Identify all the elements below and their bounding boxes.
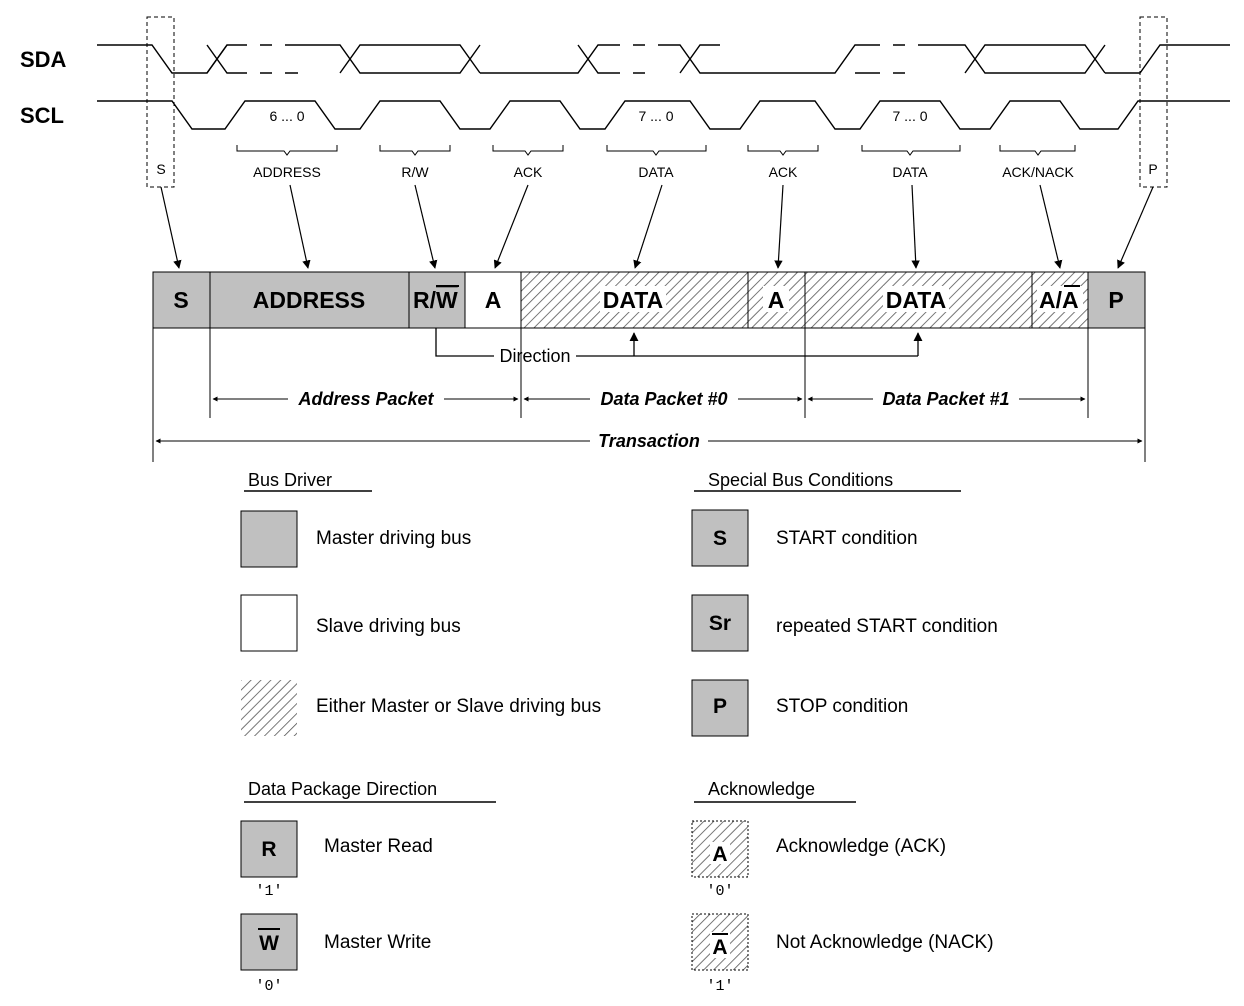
- segment-data-packet-1: Data Packet #1: [882, 389, 1009, 409]
- legend-label-ack: Acknowledge (ACK): [776, 836, 946, 857]
- legend-heading-direction: Data Package Direction: [248, 779, 437, 799]
- legend-symbol-nack-text: A: [712, 936, 727, 959]
- legend-label-repeated-start: repeated START condition: [776, 616, 998, 637]
- brace-label-address: ADDRESS: [253, 164, 321, 180]
- legend-heading-special: Special Bus Conditions: [708, 470, 893, 490]
- start-condition-box: [146, 16, 175, 188]
- legend-label-write: Master Write: [324, 932, 431, 953]
- brace-group: [236, 145, 1076, 156]
- stop-condition-box: [1139, 16, 1168, 188]
- brace-label-start: S: [156, 161, 165, 177]
- cell-start: [152, 271, 211, 329]
- brace-label-acknack: ACK/NACK: [1002, 164, 1074, 180]
- legend-acknowledge: Acknowledge A '0' Acknowledge (ACK) A '1…: [691, 779, 994, 995]
- legend-direction: Data Package Direction R '1' Master Read…: [240, 779, 496, 995]
- sda-label: SDA: [20, 47, 67, 72]
- legend-label-stop: STOP condition: [776, 696, 908, 717]
- direction-lines: [435, 328, 923, 357]
- legend-symbol-start: [691, 509, 749, 567]
- legend-label-either: Either Master or Slave driving bus: [316, 696, 601, 717]
- segment-address-packet: Address Packet: [297, 389, 434, 409]
- cell-label-rw: R/W: [413, 287, 458, 313]
- cell-label-ack2: A: [768, 287, 785, 313]
- legend-bit-nack: '1': [706, 978, 733, 995]
- legend-symbol-read: [240, 820, 298, 878]
- scl-waveform: [97, 100, 1230, 130]
- segment-arrows: [155, 396, 1143, 444]
- address-bits-label: 6 ... 0: [269, 108, 304, 124]
- segment-boundaries: [152, 328, 1146, 462]
- scl-label: SCL: [20, 103, 64, 128]
- cell-label-data0: DATA: [603, 287, 663, 313]
- cell-label-address: ADDRESS: [253, 287, 365, 313]
- legend-bit-ack: '0': [706, 883, 733, 900]
- legend-swatch-either: [241, 680, 297, 736]
- data1-bits-label: 7 ... 0: [892, 108, 927, 124]
- legend-symbol-start-text: S: [713, 527, 727, 550]
- legend-swatch-master: [240, 510, 298, 568]
- brace-label-stop: P: [1148, 161, 1157, 177]
- legend-label-nack: Not Acknowledge (NACK): [776, 932, 994, 953]
- cell-stop: [1087, 271, 1146, 329]
- label-arrows: [160, 184, 1154, 269]
- direction-label: Direction: [499, 346, 570, 366]
- brace-label-ack1: ACK: [514, 164, 543, 180]
- segment-data-packet-0: Data Packet #0: [600, 389, 727, 409]
- legend-symbol-write-text: W: [259, 932, 279, 955]
- legend-label-slave: Slave driving bus: [316, 616, 461, 637]
- legend-symbol-stop-text: P: [713, 695, 727, 718]
- cell-label-acknack: A/A: [1039, 287, 1079, 313]
- legend-symbol-stop: [691, 679, 749, 737]
- legend-label-start: START condition: [776, 528, 918, 549]
- legend-heading-acknowledge: Acknowledge: [708, 779, 815, 799]
- legend-symbol-write: [240, 913, 298, 971]
- legend-label-master: Master driving bus: [316, 528, 471, 549]
- brace-label-data0: DATA: [638, 164, 674, 180]
- cell-label-ack1: A: [485, 287, 502, 313]
- legend-bit-read: '1': [255, 883, 282, 900]
- legend-special-conditions: Special Bus Conditions S START condition…: [691, 470, 998, 737]
- cell-rw: [408, 271, 466, 329]
- sda-waveform: [97, 44, 1230, 74]
- legend-symbol-ack-text: A: [712, 843, 727, 866]
- legend-heading-bus-driver: Bus Driver: [248, 470, 332, 490]
- legend-symbol-read-text: R: [261, 838, 276, 861]
- cell-label-stop: P: [1108, 287, 1123, 313]
- legend-symbol-repeated-start: [691, 594, 749, 652]
- segment-transaction: Transaction: [598, 431, 700, 451]
- legend-swatch-slave: [240, 594, 298, 652]
- brace-label-rw: R/W: [401, 164, 429, 180]
- brace-label-data1: DATA: [892, 164, 928, 180]
- cell-label-data1: DATA: [886, 287, 946, 313]
- legend-bit-write: '0': [255, 978, 282, 995]
- cell-ack1: [464, 271, 522, 329]
- brace-label-ack2: ACK: [769, 164, 798, 180]
- cell-address: [209, 271, 410, 329]
- legend-bus-driver: Bus Driver Master driving bus Slave driv…: [240, 470, 601, 736]
- legend-label-read: Master Read: [324, 836, 433, 857]
- cell-label-start: S: [173, 287, 188, 313]
- legend-symbol-repeated-start-text: Sr: [709, 612, 731, 635]
- data0-bits-label: 7 ... 0: [638, 108, 673, 124]
